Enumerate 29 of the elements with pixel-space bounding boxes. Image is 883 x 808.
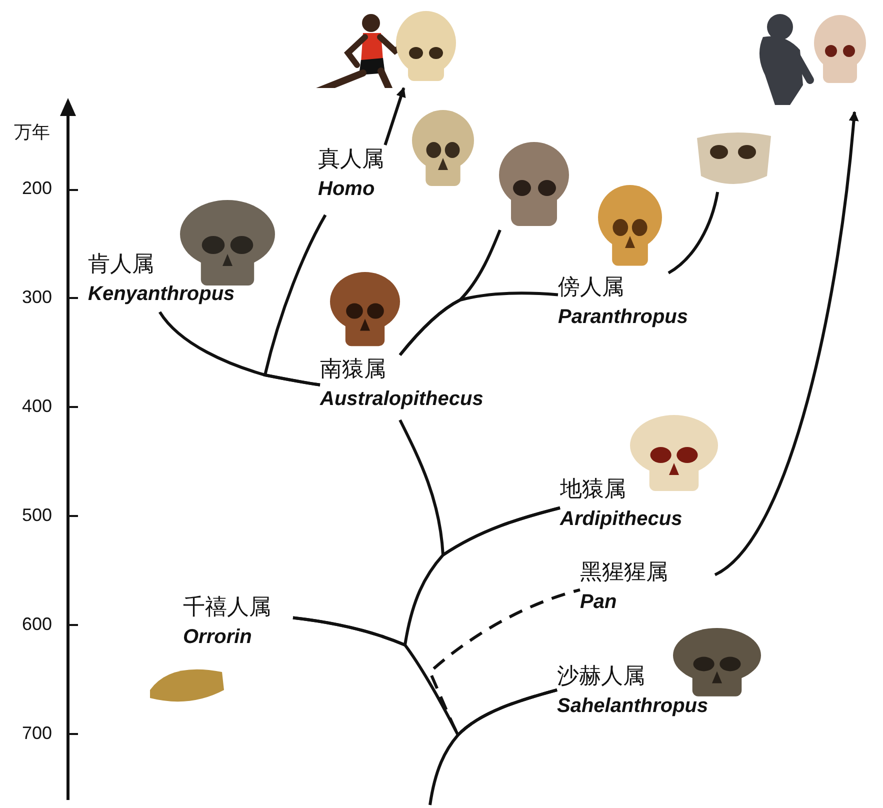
genus-name: 沙赫人属	[557, 663, 646, 691]
arrow	[384, 87, 406, 146]
branch-line	[668, 192, 720, 274]
genus-name: 地猿属	[560, 476, 627, 504]
tick-label: 200	[22, 178, 52, 199]
tick-label: 700	[22, 723, 52, 744]
genus-name: 黑猩猩属	[580, 559, 669, 587]
latin-genus-name: Paranthropus	[558, 305, 690, 330]
genus-name: 真人属	[318, 146, 385, 174]
latin-genus-name: Orrorin	[183, 625, 253, 650]
latin-genus-name: Sahelanthropus	[557, 694, 710, 719]
branch-line	[398, 229, 502, 356]
latin-genus-name: Pan	[580, 590, 618, 615]
axis-unit: 万年	[14, 121, 50, 144]
tick-label: 600	[22, 614, 52, 635]
genus-name: 肯人属	[88, 251, 155, 279]
latin-genus-name: Australopithecus	[320, 387, 484, 412]
latin-genus-name: Kenyanthropus	[88, 282, 236, 307]
arrow	[714, 111, 859, 576]
branch-line	[398, 419, 560, 556]
genus-name: 南猿属	[320, 356, 387, 384]
genus-name: 千禧人属	[183, 594, 272, 622]
latin-genus-name: Homo	[318, 177, 376, 202]
tick-label: 300	[22, 287, 52, 308]
tick-label: 500	[22, 505, 52, 526]
genus-name: 傍人属	[558, 274, 625, 302]
tick-label: 400	[22, 396, 52, 417]
latin-genus-name: Ardipithecus	[560, 507, 684, 532]
branch-line	[264, 214, 327, 386]
